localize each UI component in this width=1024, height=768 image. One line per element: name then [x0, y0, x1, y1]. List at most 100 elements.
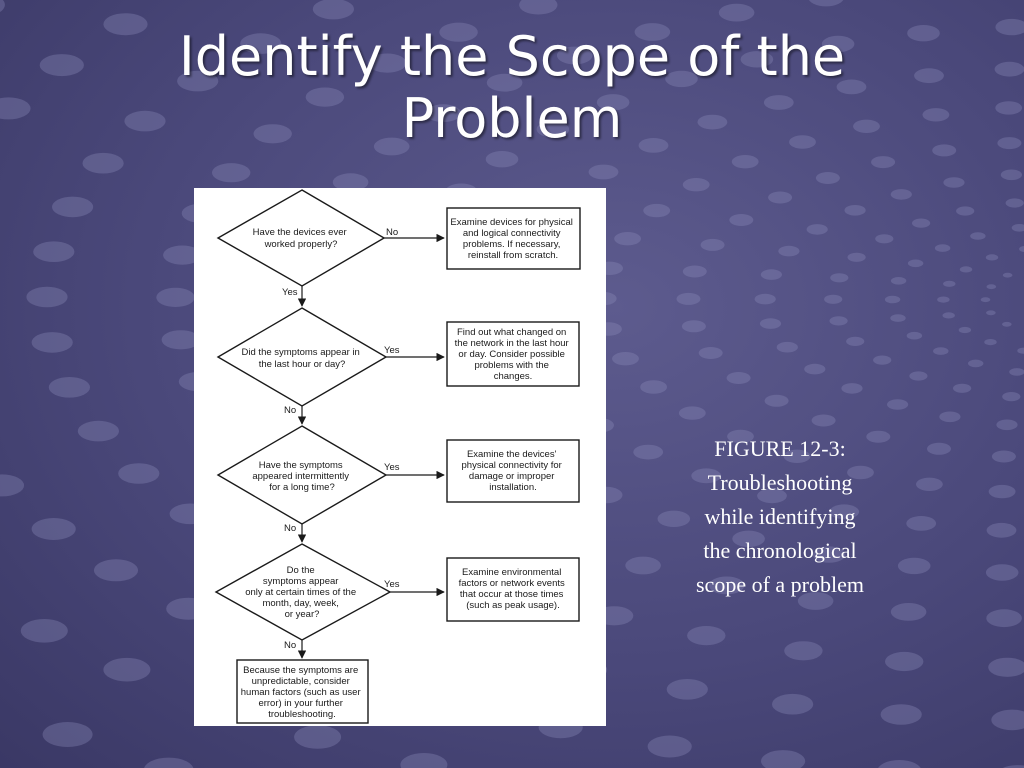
action-2-line-4: problems with the [474, 360, 548, 371]
background-dot [988, 657, 1024, 677]
background-dot [634, 23, 671, 41]
background-dot [640, 380, 667, 394]
decision-2-exit-label: No [284, 405, 296, 416]
decision-3-exit-label: No [284, 523, 296, 534]
background-dot [596, 94, 630, 111]
decision-4-exit-label: No [284, 640, 296, 651]
background-dot [726, 372, 751, 384]
background-dot [612, 352, 639, 366]
background-dot [400, 753, 448, 768]
background-dot [871, 156, 896, 169]
background-dot [253, 124, 292, 144]
decision-1-exit-label: Yes [282, 287, 298, 298]
background-dot [708, 576, 745, 595]
background-dot [31, 518, 76, 540]
background-dot [934, 244, 951, 252]
background-dot [163, 245, 202, 265]
background-dot [830, 273, 849, 283]
background-dot [1002, 272, 1013, 278]
action-1-line-3: problems. If necessary, [463, 239, 561, 250]
background-dot [778, 245, 800, 257]
background-dot [678, 406, 706, 420]
background-dot [177, 70, 219, 92]
decision-2-line-1: Did the symptoms appear in [242, 347, 360, 358]
background-dot [789, 135, 816, 149]
action-4-line-2: factors or network events [459, 578, 565, 589]
background-dot [666, 679, 708, 700]
background-dot [48, 377, 90, 398]
action-box-2 [446, 321, 580, 387]
background-dot [77, 420, 119, 442]
decision-3-branch-label: Yes [384, 462, 400, 473]
background-dot [760, 269, 783, 280]
background-dot [20, 619, 68, 643]
action-box-4 [446, 557, 580, 622]
background-dot [986, 609, 1022, 628]
action-1-line-2: and logical connectivity [463, 228, 561, 239]
background-dot [933, 347, 949, 355]
background-dot [916, 477, 943, 491]
action-1-line-4: reinstall from scratch. [468, 250, 558, 261]
background-dot [937, 296, 950, 303]
decision-4-line-3: only at certain times of the [245, 587, 356, 598]
action-4-text: Examine environmental factors or network… [459, 567, 568, 611]
background-dot [768, 191, 793, 204]
decision-2-line-2: the last hour or day? [259, 359, 346, 370]
caption-line-1: FIGURE 12-3: [714, 436, 846, 461]
background-dot [614, 232, 641, 246]
decision-1-branch-label: No [386, 227, 398, 238]
background-dot [968, 359, 984, 368]
action-2-line-3: or day. Consider possible [458, 349, 565, 360]
background-dot [985, 564, 1019, 581]
action-2-line-1: Find out what changed on [457, 327, 566, 338]
background-dot [890, 277, 907, 285]
background-dot [665, 70, 698, 88]
background-dot [878, 760, 921, 768]
background-dot [847, 252, 866, 262]
background-dot [1002, 765, 1024, 768]
background-dot [0, 0, 5, 13]
background-dot [772, 693, 814, 715]
background-dot [907, 259, 924, 268]
final-line-3: human factors (such as user [241, 687, 361, 698]
background-dot [943, 280, 956, 287]
background-dot [809, 0, 844, 7]
background-dot [124, 110, 166, 132]
background-dot [959, 266, 973, 273]
decision-3-line-3: for a long time? [269, 482, 334, 493]
background-dot [740, 51, 774, 68]
background-dot [305, 87, 345, 107]
background-dot [332, 173, 369, 192]
final-action-text: Because the symptoms are unpredictable, … [241, 665, 364, 720]
decision-3-line-1: Have the symptoms [259, 460, 343, 471]
action-4-line-4: (such as peak usage). [466, 600, 559, 611]
background-dot [52, 196, 94, 218]
background-dot [980, 297, 991, 303]
slide-title-line-1: Identify the Scope of the [178, 25, 846, 88]
background-dot [294, 725, 342, 749]
decision-4-branch-label: Yes [384, 579, 400, 590]
background-dot [970, 232, 986, 240]
background-dot [880, 704, 922, 725]
background-dot [907, 25, 940, 42]
figure-caption: FIGURE 12-3: Troubleshooting while ident… [660, 432, 900, 602]
background-dot [996, 419, 1018, 431]
background-dot [519, 0, 558, 15]
background-dot [991, 450, 1016, 463]
background-dot [691, 468, 722, 484]
background-dot [875, 234, 894, 244]
background-dot [42, 722, 93, 747]
action-3-line-4: installation. [489, 482, 537, 493]
background-dot [486, 73, 523, 92]
background-dot [804, 363, 826, 375]
final-line-2: unpredictable, consider [252, 676, 350, 687]
background-dot [812, 546, 846, 563]
background-dot [873, 355, 892, 365]
caption-line-5: scope of a problem [696, 572, 864, 597]
action-2-line-2: the network in the last hour [455, 338, 569, 349]
background-dot [625, 556, 661, 575]
background-dot [797, 592, 834, 610]
background-dot [1017, 347, 1024, 354]
decision-diamond-1 [216, 189, 386, 287]
background-dot [1005, 198, 1024, 208]
